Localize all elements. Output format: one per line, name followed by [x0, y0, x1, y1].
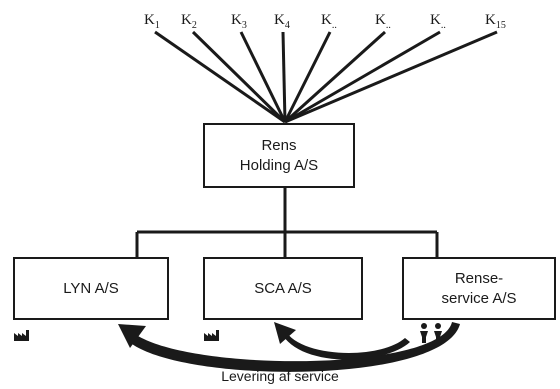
subsidiary-name: SCA A/S [254, 279, 312, 297]
factory-icon [14, 330, 29, 341]
shareholder-label: K4 [274, 12, 290, 31]
subsidiary-box-renseservice: Rense- service A/S [402, 257, 556, 320]
subsidiary-box-sca: SCA A/S [203, 257, 363, 320]
shareholder-label: K.. [375, 12, 391, 31]
factory-icon [204, 330, 219, 341]
shareholder-label: K15 [485, 12, 506, 31]
shareholder-label: K3 [231, 12, 247, 31]
shareholder-label: K1 [144, 12, 160, 31]
subsidiary-name: LYN A/S [63, 279, 119, 297]
shareholder-label: K.. [430, 12, 446, 31]
subsidiary-name-line2: service A/S [441, 289, 517, 307]
people-icon [420, 323, 442, 343]
shareholder-label: K.. [321, 12, 337, 31]
holding-name-line1: Rens [261, 136, 297, 154]
service-arrows [118, 322, 460, 372]
service-delivery-caption: Levering af service [221, 368, 339, 384]
holding-name-line2: Holding A/S [239, 156, 319, 174]
shareholder-label: K2 [181, 12, 197, 31]
ownership-lines [154, 30, 498, 124]
subsidiary-box-lyn: LYN A/S [13, 257, 169, 320]
subsidiary-tree [135, 188, 439, 257]
holding-company-box: Rens Holding A/S [203, 123, 355, 188]
subsidiary-name-line1: Rense- [454, 269, 504, 287]
